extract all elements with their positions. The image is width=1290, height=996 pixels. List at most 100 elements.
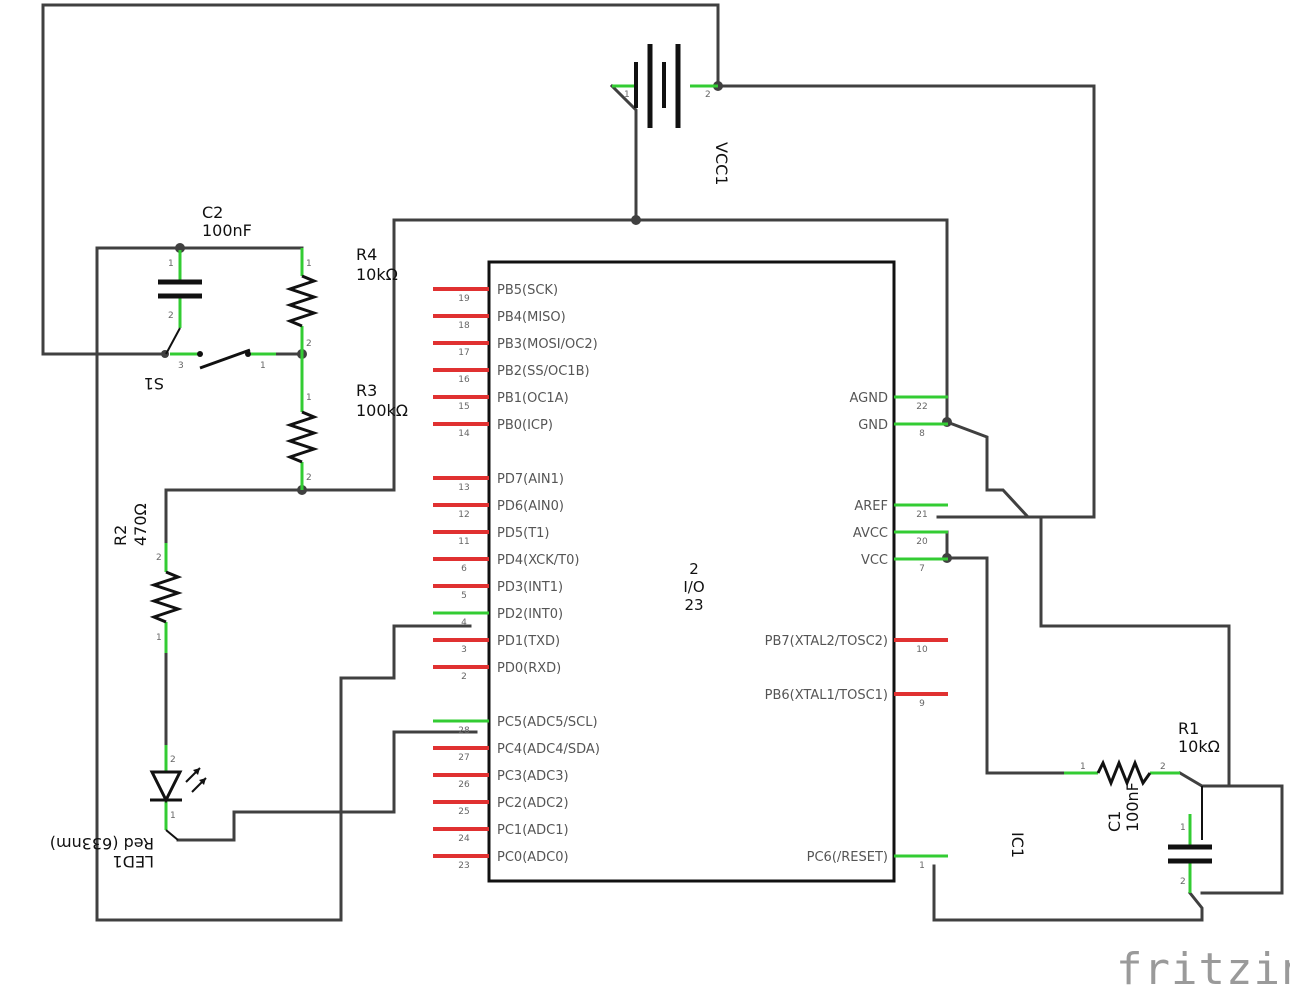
led1[interactable]: 2 1 LED1 Red (633nm) [50, 745, 207, 871]
r3-label: R3 [356, 381, 377, 400]
r4-label: R4 [356, 245, 377, 264]
pin-name: GND [858, 418, 888, 433]
s1-pin3-number: 3 [178, 361, 184, 371]
pin-name: PD2(INT0) [497, 607, 563, 622]
chip-pin-left[interactable]: 18 PB4(MISO) [433, 310, 566, 331]
wire-left-long[interactable] [95, 246, 472, 922]
r3-pin1-number: 1 [306, 393, 312, 403]
r3-resistor[interactable]: 1 2 R3 100kΩ [285, 354, 408, 490]
r1-resistor[interactable]: 1 2 R1 10kΩ [1064, 719, 1220, 788]
pin-name: PD0(RXD) [497, 661, 561, 676]
r1-label: R1 [1178, 719, 1199, 738]
pin-number: 22 [916, 402, 927, 412]
r2-resistor[interactable]: 2 1 R2 470Ω [111, 503, 183, 653]
chip-pin-left[interactable]: 3 PD1(TXD) [433, 634, 560, 655]
r4-value: 10kΩ [356, 265, 398, 284]
c2-capacitor[interactable]: 1 2 C2 100nF [158, 203, 252, 355]
chip-center-line: 23 [684, 596, 703, 614]
pin-name: PC3(ADC3) [497, 769, 569, 784]
r1-pin1-number: 1 [1080, 762, 1086, 772]
pin-number: 21 [916, 510, 927, 520]
s1-switch[interactable]: 3 1 S1 [144, 348, 276, 393]
pin-name: VCC [861, 553, 888, 568]
r4-resistor[interactable]: 1 2 R4 10kΩ [285, 245, 398, 354]
pin-name: PD7(AIN1) [497, 472, 564, 487]
pin-number: 26 [458, 780, 470, 790]
wire-led-pc5[interactable] [176, 730, 478, 842]
pin-name: PD1(TXD) [497, 634, 560, 649]
chip-center-line: 2 [689, 560, 699, 578]
wire-r1-c1[interactable] [1177, 770, 1284, 895]
c2-label: C2 [202, 203, 223, 222]
pin-name: PC0(ADC0) [497, 850, 569, 865]
pin-name: PD4(XCK/T0) [497, 553, 579, 568]
pin-name: PB1(OC1A) [497, 391, 569, 406]
wire-vcc-right-rail[interactable] [716, 84, 1096, 519]
r1-pin2-number: 2 [1160, 762, 1166, 772]
wire-avcc-vcc[interactable] [945, 530, 1066, 775]
junction-dot [175, 243, 185, 253]
chip-pin-left[interactable]: 23 PC0(ADC0) [433, 850, 569, 871]
c1-capacitor[interactable]: 1 2 C1 100nF [1105, 782, 1212, 893]
c2-pin1-number: 1 [168, 259, 174, 269]
r2-label: R2 [111, 525, 130, 546]
chip-pin-left[interactable]: 26 PC3(ADC3) [433, 769, 569, 790]
pin-name: PB4(MISO) [497, 310, 566, 325]
r3-value: 100kΩ [356, 401, 408, 420]
c2-pin2-number: 2 [168, 311, 174, 321]
wire-gnd-bus[interactable] [392, 218, 949, 424]
pin-name: PD6(AIN0) [497, 499, 564, 514]
pin-number: 20 [916, 537, 928, 547]
c2-value: 100nF [202, 221, 252, 240]
pin-number: 17 [458, 348, 469, 358]
wire-right-down[interactable] [1039, 515, 1231, 788]
pin-number: 23 [458, 861, 469, 871]
pin-name: PB6(XTAL1/TOSC1) [765, 688, 888, 703]
vcc1-pin1-number: 1 [624, 90, 630, 100]
pin-name: AREF [854, 499, 888, 514]
ic1-label: IC1 [1008, 832, 1027, 858]
vcc1-battery[interactable]: 1 2 VCC1 [612, 44, 731, 185]
pin-name: PC6(/RESET) [807, 850, 888, 865]
wire-gnd-aref[interactable] [945, 420, 1043, 519]
pin-number: 18 [458, 321, 470, 331]
wire-r3-r2[interactable] [164, 488, 304, 545]
wire-vcc-top-loop[interactable] [41, 3, 720, 356]
pin-number: 3 [461, 645, 467, 655]
chip-pin-right[interactable]: 21 AREF [854, 499, 948, 520]
r2-pin2-number: 2 [156, 553, 162, 563]
c1-value: 100nF [1123, 782, 1142, 832]
wire-reset[interactable] [932, 864, 1204, 922]
c1-label: C1 [1105, 811, 1124, 832]
r4-pin2-number: 2 [306, 339, 312, 349]
led1-value: Red (633nm) [50, 834, 154, 853]
pin-name: PC5(ADC5/SCL) [497, 715, 598, 730]
r1-value: 10kΩ [1178, 737, 1220, 756]
wire-r4-gnd[interactable] [300, 218, 396, 492]
wire-gnd-drop[interactable] [609, 83, 638, 222]
